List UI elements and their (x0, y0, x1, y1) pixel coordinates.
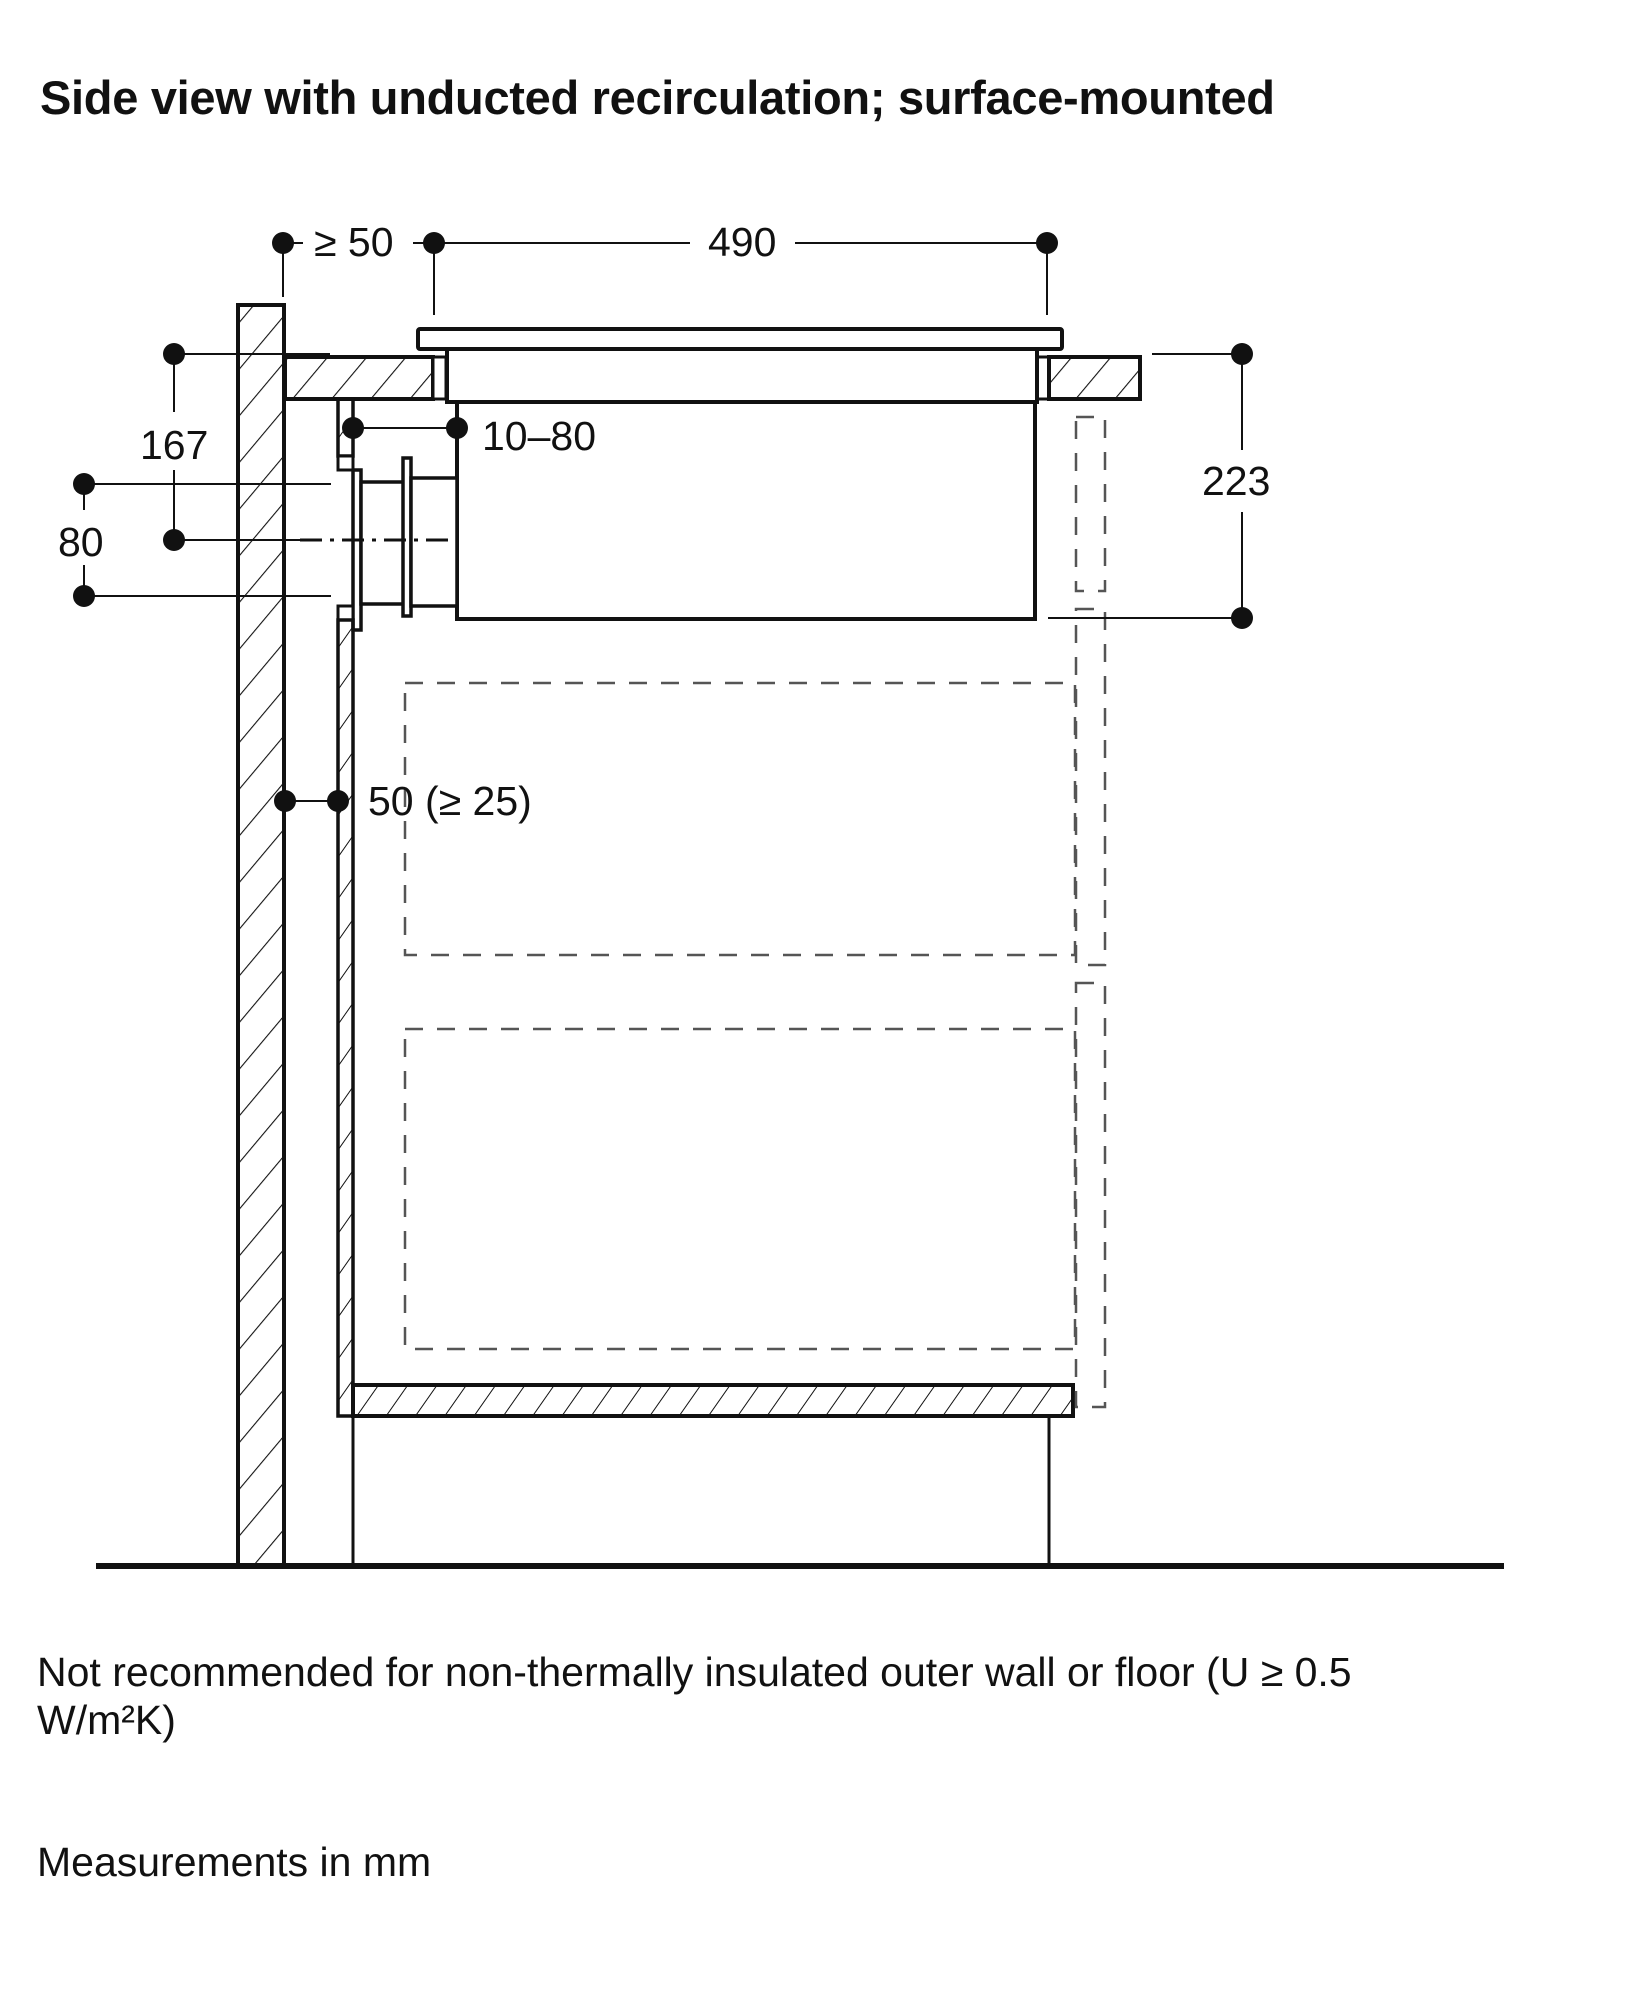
dim-cooktop-depth: 490 (708, 219, 776, 265)
dimension-223 (1048, 343, 1253, 629)
drawer-outlines (403, 415, 1107, 1409)
duct-adapter (351, 456, 459, 632)
page-title: Side view with unducted recirculation; s… (40, 71, 1275, 124)
cabinet-bottom-shelf (351, 1383, 1075, 1418)
dim-rear-gap: 50 (≥ 25) (368, 778, 532, 824)
dim-wall-clearance: ≥ 50 (314, 219, 394, 265)
cabinet-rear-panel (336, 618, 355, 1418)
insulation-warning-note: Not recommended for non-thermally insula… (37, 1649, 1352, 1743)
dim-duct-center-height: 167 (140, 422, 208, 468)
dimension-10-80 (342, 417, 468, 439)
dimension-167 (163, 343, 330, 551)
dim-duct-gap: 10–80 (482, 413, 596, 459)
countertop-right (1047, 355, 1142, 401)
dim-installation-depth: 223 (1202, 458, 1270, 504)
cooktop-glass (416, 327, 1064, 351)
units-note: Measurements in mm (37, 1839, 432, 1885)
dimension-80 (73, 473, 331, 607)
dim-duct-height: 80 (58, 519, 104, 565)
cooktop-body (445, 347, 1039, 404)
outer-wall (236, 303, 286, 1568)
countertop-left (283, 355, 435, 401)
dimension-top (272, 232, 1058, 315)
dimension-rear-gap (274, 790, 349, 812)
